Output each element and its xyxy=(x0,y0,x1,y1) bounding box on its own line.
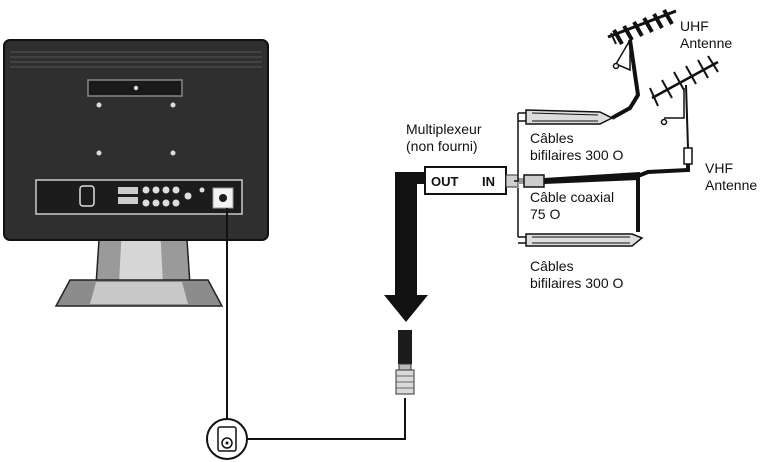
vhf-antenna-label-line1: VHF xyxy=(705,160,733,176)
multiplexer-label-line1: Multiplexeur xyxy=(406,121,482,137)
coax-cable xyxy=(523,172,640,188)
uhf-antenna-label-line1: UHF xyxy=(680,18,709,34)
mount-screw xyxy=(170,102,176,108)
multiplexer-in-label: IN xyxy=(482,174,495,189)
rf-jack-icon xyxy=(206,418,248,460)
mount-screw xyxy=(96,102,102,108)
twin-lead-bottom-label-line2: bifilaires 300 O xyxy=(530,275,624,291)
vhf-antenna-icon xyxy=(636,55,719,232)
multiplexer-out-label: OUT xyxy=(431,174,459,189)
coaxial-cable-label-line2: 75 O xyxy=(530,206,561,222)
mount-screw xyxy=(96,150,102,156)
vent-grille xyxy=(10,51,262,68)
coax-plug-icon xyxy=(395,330,415,395)
jack-to-plug-line xyxy=(247,398,406,440)
twin-lead-bottom xyxy=(517,188,644,247)
uhf-antenna-icon xyxy=(607,9,677,120)
coaxial-cable-label: Câble coaxial 75 O xyxy=(530,189,614,223)
twin-lead-top xyxy=(514,109,614,182)
tv-back-panel xyxy=(3,39,269,307)
mount-screw xyxy=(170,150,176,156)
twin-lead-top-label: Câbles bifilaires 300 O xyxy=(530,130,623,164)
coaxial-cable-label-line1: Câble coaxial xyxy=(530,189,615,205)
uhf-antenna-label-line2: Antenne xyxy=(680,35,733,51)
twin-lead-bottom-label-line1: Câbles xyxy=(530,258,574,274)
twin-lead-bottom-label: Câbles bifilaires 300 O xyxy=(530,258,623,292)
multiplexer-label-line2: (non fourni) xyxy=(406,138,478,154)
down-arrow-icon xyxy=(384,172,428,322)
multiplexer-box: OUT IN xyxy=(424,166,507,195)
vhf-antenna-label: VHF Antenne xyxy=(705,160,757,194)
multiplexer-label: Multiplexeur (non fourni) xyxy=(406,121,481,155)
twin-lead-top-label-line2: bifilaires 300 O xyxy=(530,147,624,163)
twin-lead-top-label-line1: Câbles xyxy=(530,130,574,146)
vhf-antenna-label-line2: Antenne xyxy=(705,177,758,193)
uhf-antenna-label: UHF Antenne xyxy=(680,18,732,52)
